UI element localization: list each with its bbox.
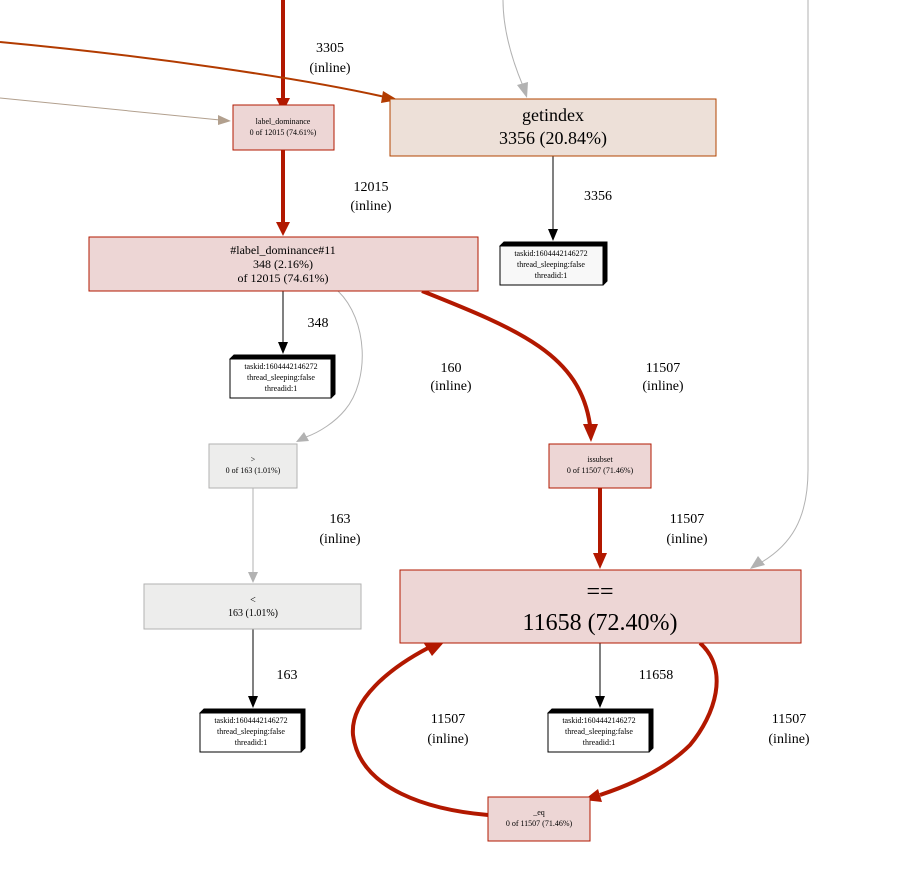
svg-text:163 (1.01%): 163 (1.01%) [228,608,278,619]
edge-label-label11-issubset: 11507 (inline) [642,361,684,394]
node-gt[interactable]: > 0 of 163 (1.01%) [208,443,298,489]
svg-text:(inline): (inline) [309,61,351,76]
edge-label11-to-tag [278,291,288,354]
edge-label-label11-tag: 348 [308,316,329,331]
svg-text:11507: 11507 [431,712,465,727]
svg-text:12015: 12015 [354,180,389,195]
edge-getindex-to-tag [548,156,558,241]
svg-text:<: < [250,595,256,606]
svg-text:threadid:1: threadid:1 [535,271,567,280]
svg-text:11507: 11507 [772,712,806,727]
svg-text:(inline): (inline) [642,379,684,394]
svg-text:0 of 12015 (74.61%): 0 of 12015 (74.61%) [250,128,317,137]
tag-box-getindex: taskid:1604442146272 thread_sleeping:fal… [499,241,608,286]
svg-text:348 (2.16%): 348 (2.16%) [253,257,313,271]
svg-text:(inline): (inline) [350,199,392,214]
edge-into-label-dominance-minor [0,97,231,125]
node-issubset[interactable]: issubset 0 of 11507 (71.46%) [548,443,652,489]
svg-text:(inline): (inline) [768,732,810,747]
edge-label-label11-gt: 160 (inline) [430,361,472,394]
svg-text:(inline): (inline) [319,532,361,547]
svg-text:threadid:1: threadid:1 [235,738,267,747]
svg-text:taskid:1604442146272: taskid:1604442146272 [214,716,287,725]
svg-text:(inline): (inline) [427,732,469,747]
edge-into-label-dominance [276,0,290,112]
svg-text:of 12015 (74.61%): of 12015 (74.61%) [238,271,329,285]
edge-label11-to-gt [296,290,363,442]
svg-text:3356 (20.84%): 3356 (20.84%) [499,128,607,149]
svg-text:0 of 11507 (71.46%): 0 of 11507 (71.46%) [506,819,573,828]
edge-eqeq-to-tag [595,643,605,708]
node-eq-function[interactable]: _eq 0 of 11507 (71.46%) [487,796,591,842]
tag-box-label11: taskid:1604442146272 thread_sleeping:fal… [229,354,336,399]
svg-text:threadid:1: threadid:1 [265,384,297,393]
edge-lt-to-tag [248,629,258,708]
svg-text:(inline): (inline) [666,532,708,547]
svg-text:0 of 163 (1.01%): 0 of 163 (1.01%) [226,466,281,475]
tag-box-lt: taskid:1604442146272 thread_sleeping:fal… [199,708,306,753]
svg-text:==: == [586,579,613,605]
edge-gt-to-lt [248,488,258,583]
svg-text:thread_sleeping:false: thread_sleeping:false [517,260,585,269]
edge-label-issubset-eqeq: 11507 (inline) [666,512,708,547]
svg-text:issubset: issubset [587,455,613,464]
svg-text:getindex: getindex [522,105,584,125]
svg-text:taskid:1604442146272: taskid:1604442146272 [244,362,317,371]
edge-label-to-getindex: 3305 (inline) [309,41,351,76]
svg-text:11658 (72.40%): 11658 (72.40%) [522,610,677,636]
edge-top-into-getindex [502,0,528,98]
svg-text:11507: 11507 [670,512,704,527]
svg-text:0 of 11507 (71.46%): 0 of 11507 (71.46%) [567,466,634,475]
svg-text:taskid:1604442146272: taskid:1604442146272 [514,249,587,258]
edge-label-dominance-to-label11 [276,150,290,236]
svg-text:(inline): (inline) [430,379,472,394]
svg-text:#label_dominance#11: #label_dominance#11 [230,243,336,257]
svg-text:threadid:1: threadid:1 [583,738,615,747]
edge-label11-to-issubset [421,289,598,442]
svg-text:>: > [251,455,256,464]
svg-text:163: 163 [330,512,351,527]
edge-label-eq-eqeq: 11507 (inline) [427,712,469,747]
edge-label-eqeq-eq: 11507 (inline) [768,712,810,747]
edge-right-into-eqeq [750,0,809,569]
edge-label-lt-tag: 163 [277,668,298,683]
edge-label-label-to-label11: 12015 (inline) [350,180,392,214]
edge-eq-to-eqeq [350,640,489,817]
node-eqeq[interactable]: == 11658 (72.40%) [399,569,802,644]
svg-text:160: 160 [441,361,462,376]
edge-label-gt-lt: 163 (inline) [319,512,361,547]
svg-text:3305: 3305 [316,41,344,56]
svg-text:taskid:1604442146272: taskid:1604442146272 [562,716,635,725]
edge-issubset-to-eqeq [593,488,607,569]
edge-label-eqeq-tag: 11658 [639,668,673,683]
svg-text:label_dominance: label_dominance [256,117,311,126]
svg-text:thread_sleeping:false: thread_sleeping:false [247,373,315,382]
svg-text:11507: 11507 [646,361,680,376]
node-label-dominance-11[interactable]: #label_dominance#11 348 (2.16%) of 12015… [88,236,479,292]
node-getindex[interactable]: getindex 3356 (20.84%) [389,98,717,157]
svg-text:thread_sleeping:false: thread_sleeping:false [565,727,633,736]
node-lt[interactable]: < 163 (1.01%) [143,583,362,630]
edge-label-getindex-tag: 3356 [584,189,612,204]
svg-text:_eq: _eq [532,808,545,817]
node-label-dominance[interactable]: label_dominance 0 of 12015 (74.61%) [232,104,335,151]
tag-box-eqeq: taskid:1604442146272 thread_sleeping:fal… [547,708,654,753]
svg-text:thread_sleeping:false: thread_sleeping:false [217,727,285,736]
